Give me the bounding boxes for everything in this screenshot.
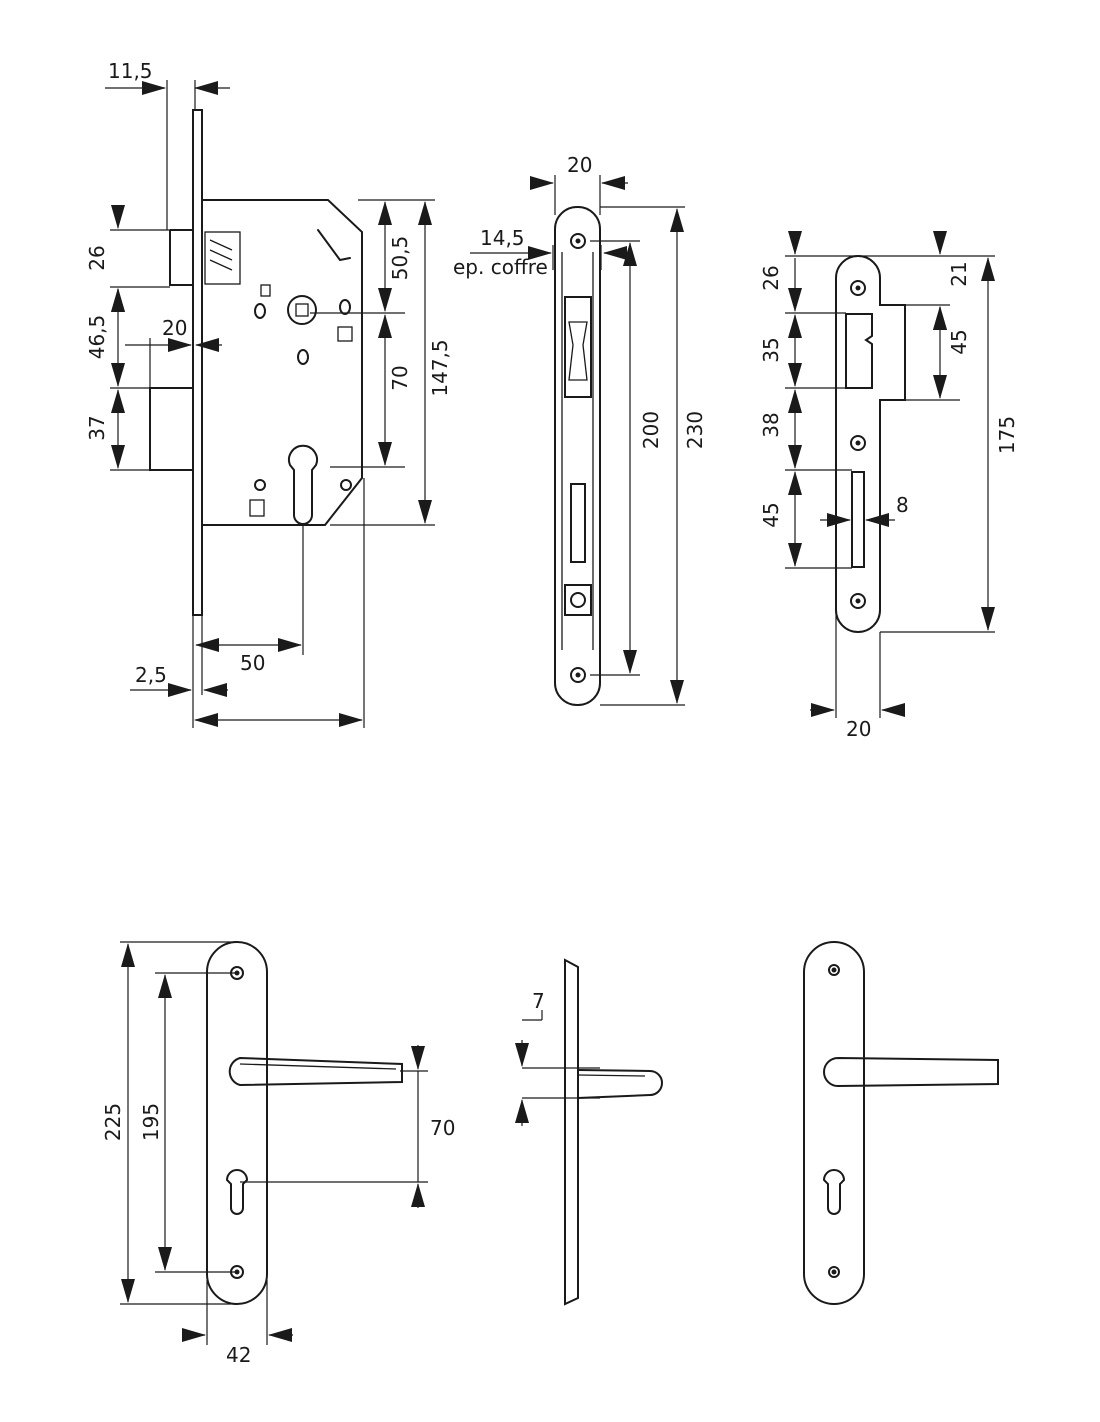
strike-plate-dimensions: 26 35 38 45 21 45 175 8 20 [759,231,1019,741]
strike-dim-45-left: 45 [759,502,783,527]
dim-147-5: 147,5 [428,339,452,396]
strike-dim-38: 38 [759,412,783,437]
lock-body-view [149,109,363,616]
handle-dim-70: 70 [430,1116,455,1140]
dim-50-5: 50,5 [388,236,412,281]
strike-dim-20: 20 [846,717,871,741]
dim-2-5: 2,5 [135,663,167,687]
strike-dim-8: 8 [896,493,909,517]
dim-20-bolt: 20 [162,316,187,340]
handle-side-view [564,958,663,1306]
strike-dim-175: 175 [995,416,1019,454]
faceplate-dimensions: 20 14,5 ep. coffre 200 230 [453,153,707,706]
handle-dim-225: 225 [101,1103,125,1141]
dim-37: 37 [85,415,109,440]
handle-side-dim-7: 7 [532,989,545,1013]
faceplate-dim-20: 20 [567,153,592,177]
dim-70-lock: 70 [388,365,412,390]
dim-46-5: 46,5 [85,315,109,360]
dim-26-latch: 26 [85,245,109,270]
strike-dim-21: 21 [947,261,971,286]
faceplate-ep-coffre: ep. coffre [453,255,548,279]
strike-plate-view [835,254,906,634]
handle-front-dimensions: 225 195 70 42 [101,941,455,1367]
lock-body-dimensions: 11,5 26 46,5 20 37 50,5 70 147,5 [85,59,452,728]
handle-dim-195: 195 [139,1103,163,1141]
dim-11-5: 11,5 [108,59,153,83]
strike-dim-35: 35 [759,337,783,362]
handle-rear-view [803,941,999,1305]
handle-front-view [206,941,403,1305]
strike-dim-45-right: 45 [947,329,971,354]
faceplate-dim-200: 200 [639,411,663,449]
strike-dim-26: 26 [759,265,783,290]
faceplate-view [554,206,601,706]
dim-50-backset: 50 [240,651,265,675]
handle-side-dimensions: 7 [515,989,600,1126]
faceplate-dim-230: 230 [683,411,707,449]
faceplate-dim-14-5: 14,5 [480,226,525,250]
handle-dim-42: 42 [226,1343,251,1367]
